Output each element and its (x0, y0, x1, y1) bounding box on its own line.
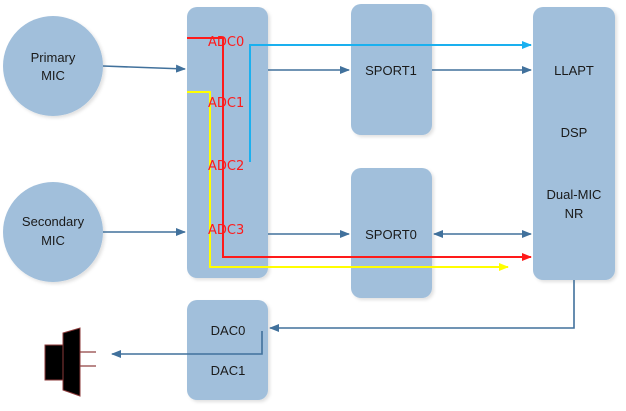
adc1-to-dsp-path (187, 91, 509, 271)
adc2-to-llapt-path (249, 41, 532, 162)
secondary-mic-label-2: MIC (41, 233, 65, 248)
sport1-block (351, 4, 432, 135)
dsp-block (533, 7, 615, 280)
adc0-label: ADC0 (208, 35, 244, 50)
secondary-mic-label-1: Secondary (22, 214, 85, 229)
dsp-to-dac-arrow (269, 280, 575, 332)
dac1-label: DAC1 (211, 363, 246, 378)
sport1-label: SPORT1 (365, 63, 417, 78)
adc0-to-dsp-path (187, 37, 532, 261)
primary-mic-node: Primary MIC (3, 16, 103, 116)
sport0-label: SPORT0 (365, 227, 417, 242)
adc-block (187, 7, 268, 278)
adc1-label: ADC1 (208, 96, 244, 111)
dual-mic-label: Dual-MIC (547, 187, 602, 202)
dac-block (187, 300, 268, 400)
llapt-label: LLAPT (554, 63, 594, 78)
speaker-icon (44, 327, 96, 397)
sport0-block (351, 168, 432, 298)
dsp-label: DSP (561, 125, 588, 140)
primary-mic-label-1: Primary (31, 50, 76, 65)
primary-mic-label-2: MIC (41, 68, 65, 83)
dac0-label: DAC0 (211, 323, 246, 338)
primary-mic-to-adc-arrow (102, 64, 186, 73)
dac-to-speaker-arrow (111, 331, 263, 358)
nr-label: NR (565, 206, 584, 221)
secondary-mic-node: Secondary MIC (3, 182, 103, 282)
adc2-label: ADC2 (208, 159, 244, 174)
adc3-label: ADC3 (208, 223, 244, 238)
